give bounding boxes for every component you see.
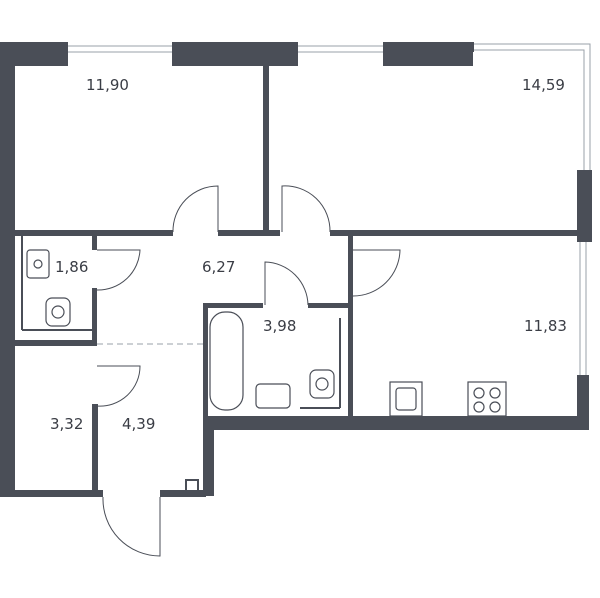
wall-right-lower	[577, 375, 589, 425]
wall-bath-top	[203, 303, 263, 308]
bathtub-icon	[209, 311, 244, 411]
wall-small-bath-right-b	[92, 288, 97, 346]
wall-bedroom2-bottom-a	[330, 230, 350, 236]
windows	[68, 43, 591, 375]
wall-bottom-mid	[160, 490, 206, 497]
area-bedroom-1: 11,90	[86, 76, 129, 94]
wall-small-bath-bottom	[15, 340, 97, 346]
wall-entry-right	[203, 416, 214, 496]
wall-bedroom1-bottom-a	[15, 230, 173, 236]
stove-icon	[467, 381, 507, 417]
wall-kitchen-left	[348, 236, 353, 300]
wall-bedroom-divider	[263, 66, 269, 234]
area-storage: 3,32	[50, 415, 83, 433]
wall-right-upper	[577, 170, 592, 242]
area-bedroom-2: 14,59	[522, 76, 565, 94]
outer-walls	[0, 42, 592, 497]
wall-bedroom2-bottom-b	[350, 230, 577, 236]
wall-kitchen-left-b	[348, 300, 353, 416]
area-bathroom-small: 1,86	[55, 258, 88, 276]
wall-storage-right	[92, 404, 98, 496]
wall-small-bath-right	[92, 236, 97, 250]
wall-bedroom1-bottom-b	[218, 230, 280, 236]
wall-bottom-right	[203, 416, 589, 430]
room-labels: 11,90 14,59 1,86 6,27 3,98 11,83 3,32 4,…	[50, 76, 567, 433]
interior-walls	[15, 66, 577, 496]
wall-bath-top-b	[308, 303, 353, 308]
bath-sink-icon	[255, 383, 291, 409]
wall-bottom-left	[0, 490, 103, 497]
wall-top-mid	[172, 42, 298, 66]
area-entrance: 4,39	[122, 415, 155, 433]
area-bathroom: 3,98	[263, 317, 296, 335]
fixtures	[26, 249, 507, 417]
doors	[96, 185, 401, 557]
wall-top-right-b	[432, 42, 474, 52]
area-kitchen: 11,83	[524, 317, 567, 335]
wall-bath-left	[203, 303, 208, 416]
area-hallway: 6,27	[202, 258, 235, 276]
wall-left	[0, 42, 15, 496]
